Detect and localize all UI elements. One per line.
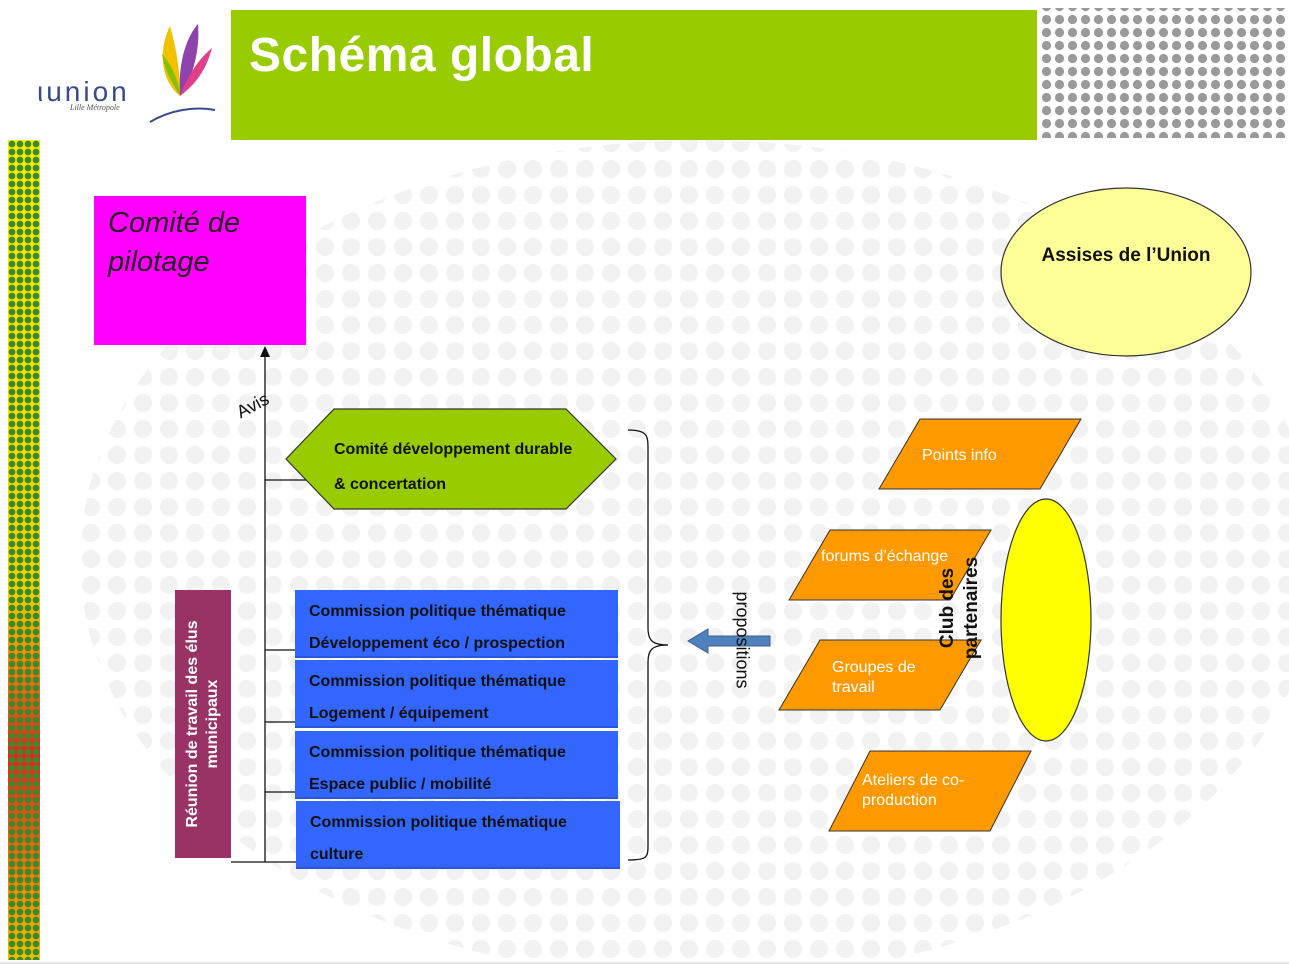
groupes-travail-label: Groupes de travail: [832, 659, 916, 696]
club-partenaires-text: Club des partenaires: [937, 556, 982, 660]
logo-feather-icon: [149, 24, 216, 123]
commission-title: Commission politique thématique: [310, 814, 567, 831]
commission-title: Commission politique thématique: [309, 673, 566, 690]
commission-topic: Espace public / mobilité: [309, 776, 492, 793]
ateliers-label: Ateliers de co-production: [862, 772, 965, 809]
commission-box: Commission politique thématique Développ…: [295, 590, 618, 658]
assises-ellipse: [1000, 187, 1252, 357]
commission-topic: culture: [310, 846, 364, 863]
page-title: Schéma global: [249, 29, 595, 82]
header-bar: [231, 10, 1037, 140]
club-partenaires-label: Club des partenaires: [936, 553, 984, 663]
commission-title: Commission politique thématique: [309, 603, 566, 620]
comite-dd-label: Comité développement durable & concertat…: [334, 432, 572, 502]
points-info-label: Points info: [922, 447, 997, 464]
commission-box: Commission politique thématique Espace p…: [295, 731, 618, 799]
commission-title: Commission politique thématique: [309, 744, 566, 761]
comite-dd-hexagon: [285, 408, 617, 510]
logo-text: ιunion: [37, 76, 130, 107]
reunion-elus-box: Réunion de travail des élus municipaux: [175, 590, 231, 858]
comite-pilotage-box: Comité de pilotage: [94, 196, 306, 345]
commission-topic: Logement / équipement: [309, 705, 489, 722]
commission-box: Commission politique thématique Logement…: [295, 660, 618, 728]
commission-topic: Développement éco / prospection: [309, 635, 566, 652]
propositions-arrow-icon: [687, 628, 771, 654]
commission-box: Commission politique thématique culture: [296, 801, 620, 869]
assises-label: Assises de l’Union: [1041, 245, 1211, 266]
comite-dd-line2: & concertation: [334, 476, 447, 493]
left-decorative-strip: [8, 140, 40, 960]
forums-echange-label: forums d’échange: [821, 548, 949, 565]
comite-dd-line1: Comité développement durable: [334, 441, 573, 458]
logo-subtext: Lille Métropole: [70, 103, 120, 112]
